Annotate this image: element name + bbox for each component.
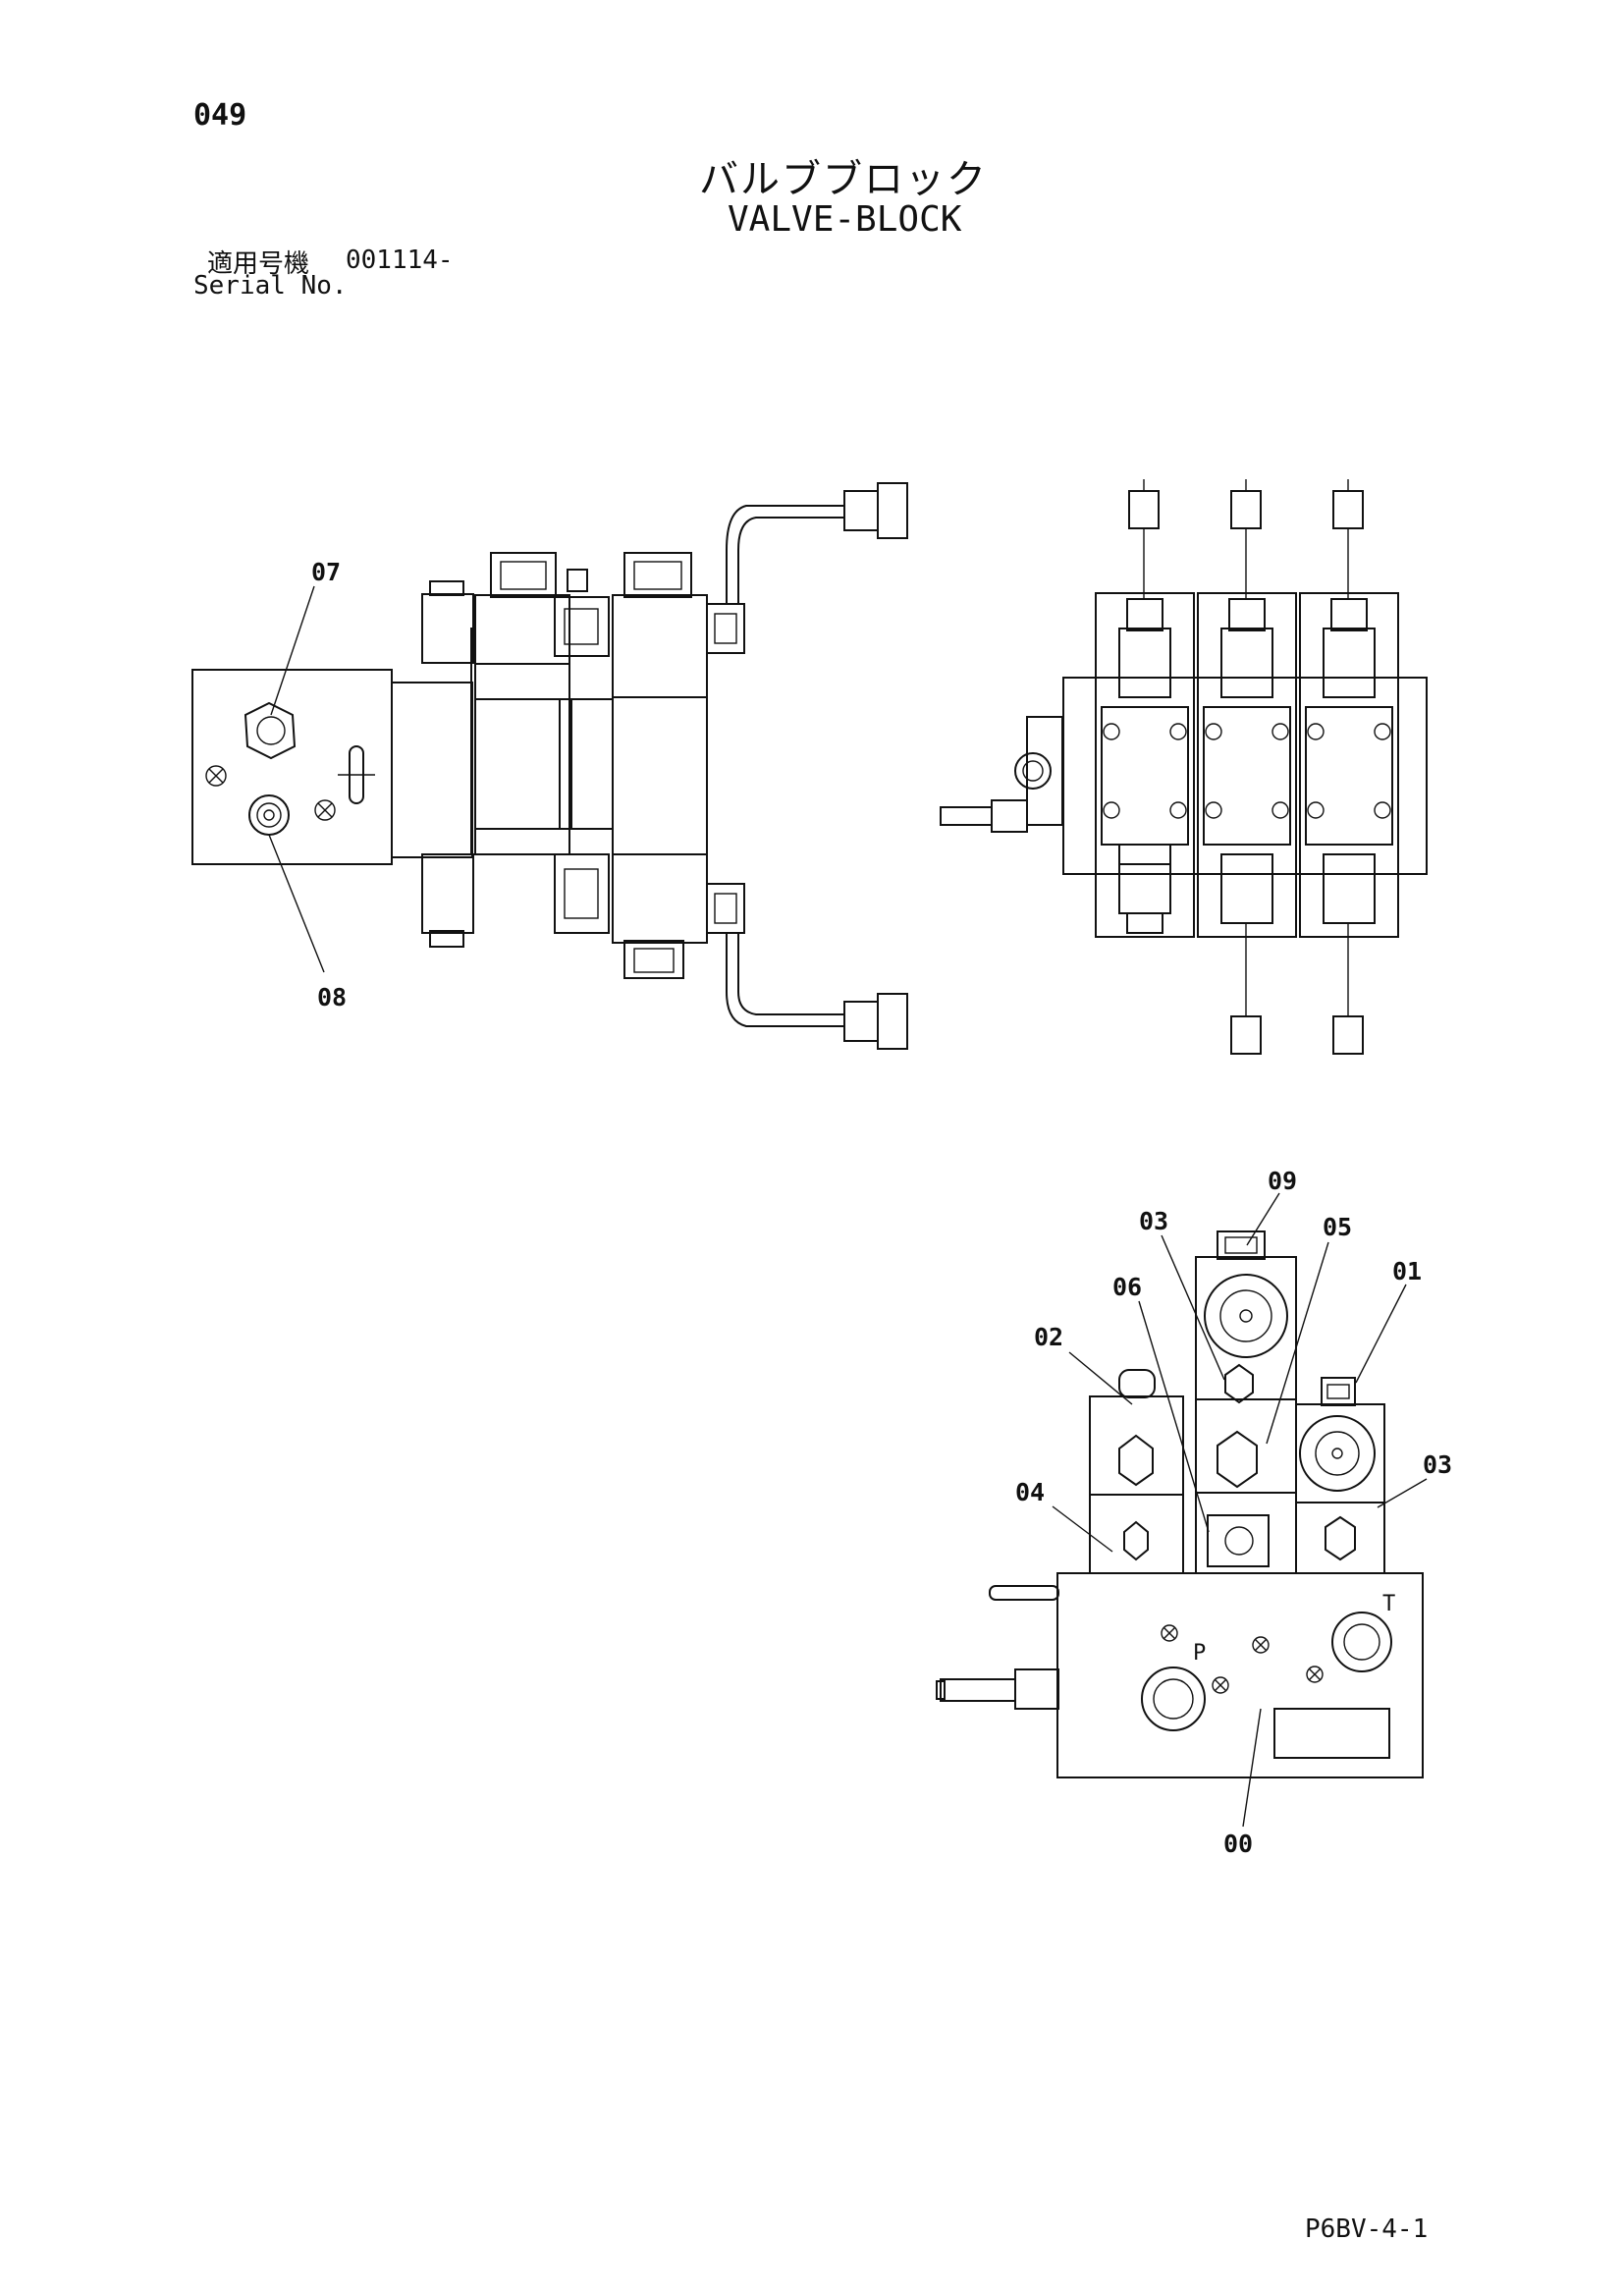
callout-06: 06 xyxy=(1112,1273,1142,1301)
callout-00: 00 xyxy=(1223,1830,1253,1858)
callout-02: 02 xyxy=(1034,1323,1063,1351)
callout-04: 04 xyxy=(1015,1478,1045,1506)
side-view xyxy=(191,482,908,1050)
callout-01: 01 xyxy=(1392,1257,1422,1285)
port-label-t: T xyxy=(1382,1592,1395,1616)
serial-label-english: Serial No. xyxy=(193,271,348,301)
serial-label-japanese: 適用号機 xyxy=(207,249,310,279)
serial-number-value: 001114- xyxy=(346,246,454,275)
callout-03-lower: 03 xyxy=(1423,1450,1452,1479)
callout-07: 07 xyxy=(311,558,341,586)
title-japanese: バルブブロック xyxy=(699,157,988,202)
callout-05: 05 xyxy=(1323,1213,1352,1241)
drawing-code: P6BV-4-1 xyxy=(1305,2214,1429,2244)
port-label-p: P xyxy=(1193,1641,1206,1666)
callout-08: 08 xyxy=(317,983,347,1011)
top-view xyxy=(940,479,1428,1055)
front-view xyxy=(936,1192,1428,1828)
callout-09: 09 xyxy=(1268,1167,1297,1195)
page-number: 049 xyxy=(193,98,247,133)
title-english: VALVE-BLOCK xyxy=(728,199,962,240)
callout-03-upper: 03 xyxy=(1139,1207,1168,1235)
